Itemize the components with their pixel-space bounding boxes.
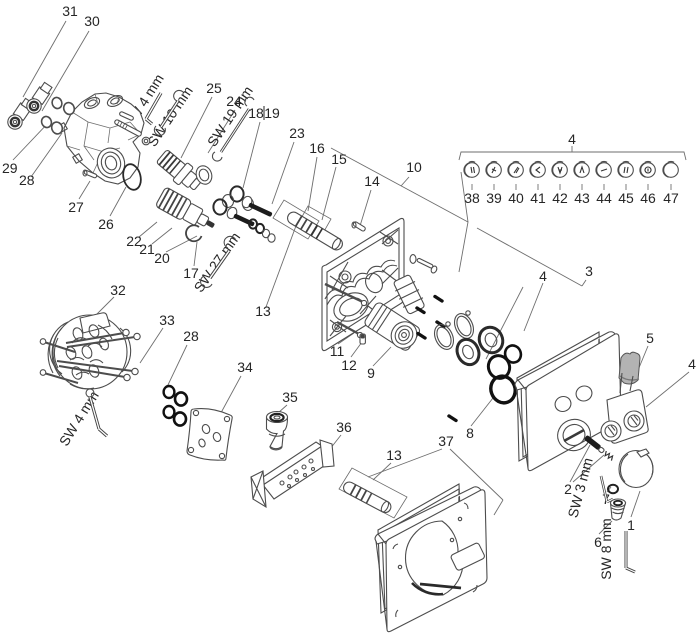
svg-text:11: 11 <box>330 343 345 359</box>
svg-text:26: 26 <box>98 216 114 232</box>
svg-text:1: 1 <box>627 517 635 533</box>
svg-text:2: 2 <box>564 481 572 497</box>
svg-text:34: 34 <box>237 359 253 375</box>
svg-text:4: 4 <box>568 131 576 147</box>
svg-text:24: 24 <box>226 93 242 109</box>
svg-text:10: 10 <box>406 159 422 175</box>
svg-text:42: 42 <box>552 190 568 206</box>
svg-text:43: 43 <box>574 190 590 206</box>
svg-text:25: 25 <box>206 80 222 96</box>
svg-text:21: 21 <box>139 241 155 257</box>
svg-text:18: 18 <box>248 105 264 121</box>
svg-text:47: 47 <box>663 190 679 206</box>
svg-text:27: 27 <box>68 199 84 215</box>
svg-text:19: 19 <box>264 105 280 121</box>
svg-text:5: 5 <box>646 330 654 346</box>
svg-text:28: 28 <box>183 328 199 344</box>
svg-text:46: 46 <box>640 190 656 206</box>
svg-text:9: 9 <box>367 365 375 381</box>
svg-text:38: 38 <box>464 190 480 206</box>
svg-text:13: 13 <box>386 447 402 463</box>
svg-text:30: 30 <box>84 13 100 29</box>
svg-text:40: 40 <box>508 190 524 206</box>
svg-text:31: 31 <box>62 3 78 19</box>
svg-text:12: 12 <box>341 357 357 373</box>
svg-text:20: 20 <box>154 250 170 266</box>
svg-text:4: 4 <box>688 356 696 372</box>
svg-text:4: 4 <box>539 268 547 284</box>
svg-text:28: 28 <box>19 172 35 188</box>
svg-text:22: 22 <box>126 233 142 249</box>
svg-text:SW 8 mm: SW 8 mm <box>598 518 614 579</box>
svg-text:17: 17 <box>183 265 199 281</box>
svg-text:29: 29 <box>2 160 18 176</box>
svg-text:32: 32 <box>110 282 126 298</box>
svg-text:14: 14 <box>364 173 380 189</box>
svg-text:15: 15 <box>331 151 347 167</box>
svg-text:33: 33 <box>159 312 175 328</box>
svg-text:44: 44 <box>596 190 612 206</box>
svg-text:8: 8 <box>466 425 474 441</box>
svg-text:45: 45 <box>618 190 634 206</box>
svg-text:37: 37 <box>438 433 454 449</box>
svg-text:41: 41 <box>530 190 546 206</box>
svg-text:16: 16 <box>309 140 325 156</box>
svg-text:13: 13 <box>255 303 271 319</box>
svg-text:3: 3 <box>585 263 593 279</box>
svg-text:36: 36 <box>336 419 352 435</box>
svg-text:23: 23 <box>289 125 305 141</box>
svg-text:6: 6 <box>594 534 602 550</box>
svg-text:35: 35 <box>282 389 298 405</box>
svg-text:39: 39 <box>486 190 502 206</box>
